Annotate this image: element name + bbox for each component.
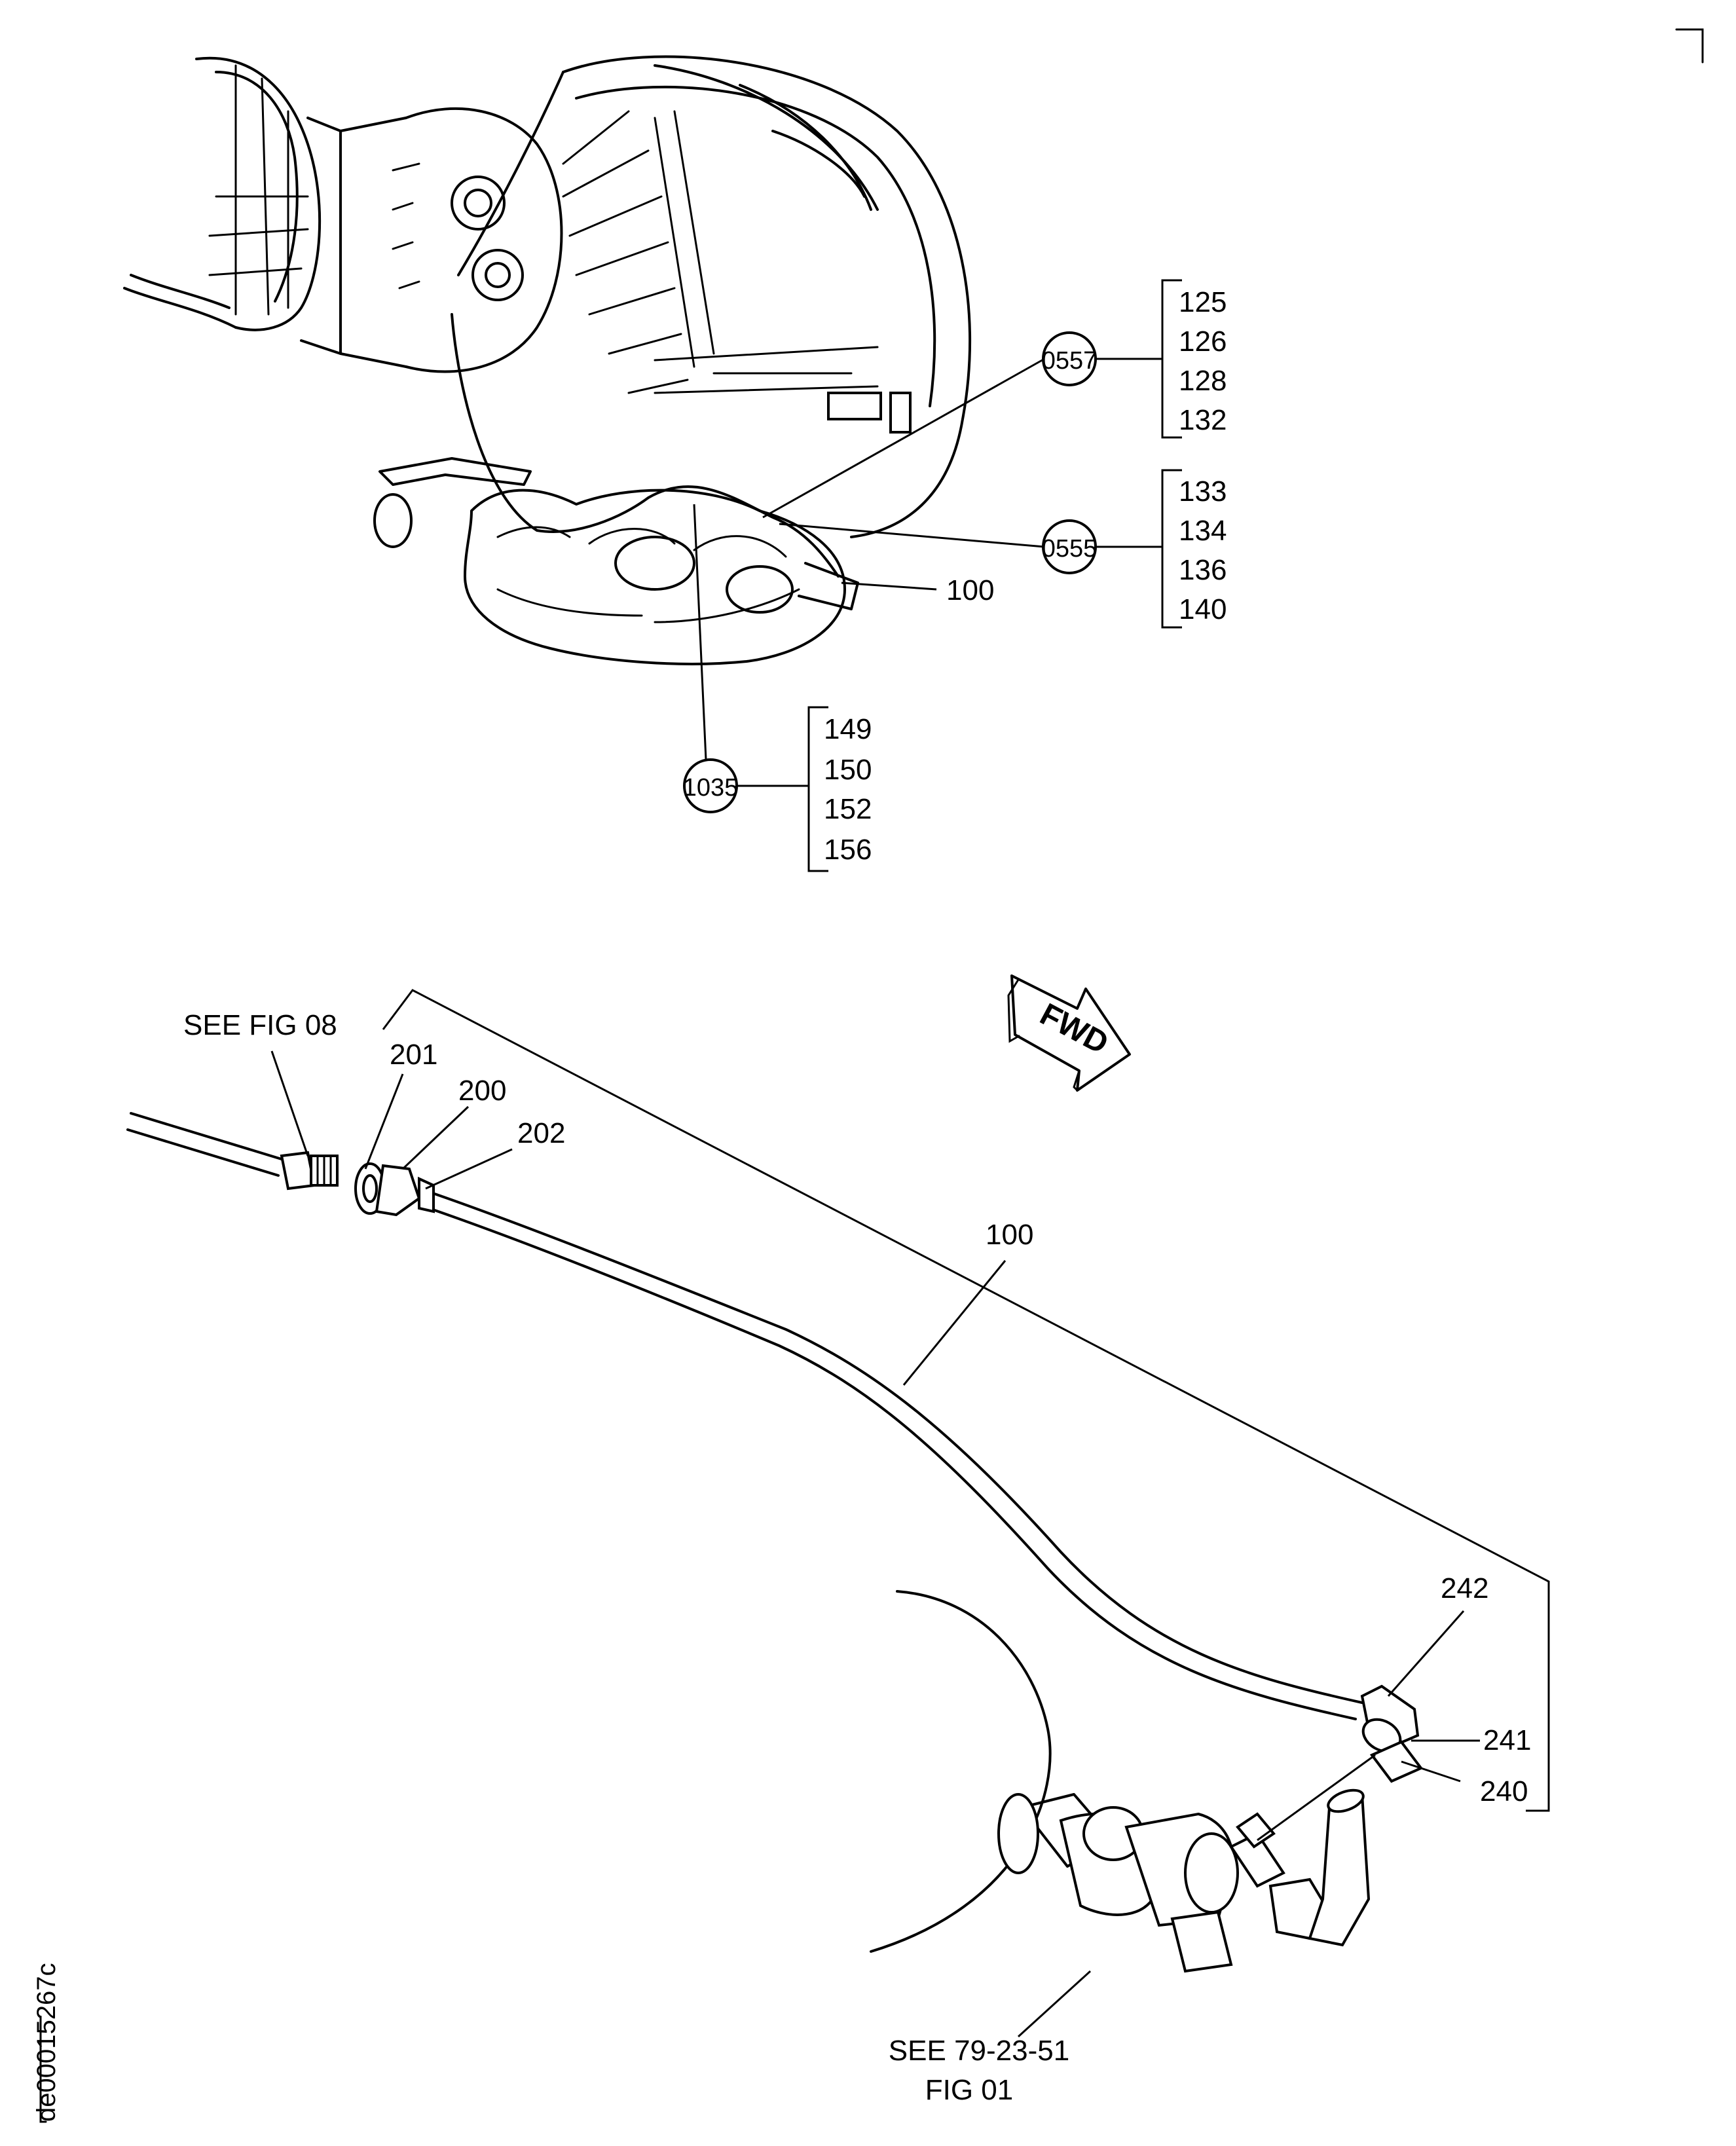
leader-see-fig-08	[270, 1050, 309, 1156]
see-79-23-51-label: SEE 79-23-51	[889, 2035, 1069, 2067]
left-fittings	[280, 1151, 435, 1217]
leader-100-upper	[841, 582, 937, 591]
leader-1035	[693, 504, 707, 760]
callout-240: 240	[1480, 1775, 1528, 1807]
leader-see-79-23-51	[1017, 1970, 1092, 2038]
part-156: 156	[824, 834, 872, 866]
callout-202: 202	[517, 1117, 565, 1149]
part-140: 140	[1179, 593, 1227, 625]
tube-100	[126, 1112, 1363, 1720]
corner-mark	[1675, 28, 1704, 64]
callout-100-upper: 100	[946, 574, 994, 606]
part-136: 136	[1179, 554, 1227, 586]
right-fittings	[1360, 1684, 1424, 1783]
leader-100-detail	[902, 1260, 1007, 1386]
callout-241: 241	[1483, 1724, 1531, 1756]
leader-242	[1387, 1610, 1465, 1697]
ref-label-1035: 1035	[683, 774, 739, 802]
callout-242: 242	[1441, 1572, 1488, 1604]
part-152: 152	[824, 793, 872, 825]
leader-201	[364, 1073, 404, 1170]
leader-0557	[762, 358, 1045, 519]
callout-200: 200	[458, 1075, 506, 1107]
part-149: 149	[824, 713, 872, 745]
drawing-id: de00015267c	[32, 1963, 61, 2122]
fwd-arrow: FWD	[1007, 974, 1131, 1092]
leader-200	[401, 1105, 470, 1170]
leader-202	[425, 1148, 513, 1190]
part-150: 150	[824, 754, 872, 786]
bracket-0555	[1161, 469, 1182, 629]
bracket-0557	[1161, 279, 1182, 439]
pump-assembly	[870, 1590, 1371, 1973]
engine-illustration	[123, 55, 972, 665]
bracket-1035	[807, 706, 828, 872]
see-fig-08-label: SEE FIG 08	[183, 1009, 337, 1041]
leader-pump-port	[1257, 1754, 1376, 1841]
part-126: 126	[1179, 325, 1227, 358]
part-125: 125	[1179, 286, 1227, 318]
part-134: 134	[1179, 515, 1227, 547]
leader-240	[1401, 1760, 1461, 1783]
part-128: 128	[1179, 365, 1227, 397]
fig-01-label: FIG 01	[925, 2074, 1014, 2106]
callout-100-detail: 100	[986, 1219, 1033, 1251]
part-132: 132	[1179, 404, 1227, 436]
ref-label-0557: 0557	[1042, 347, 1098, 375]
detail-boundary	[382, 989, 1550, 1812]
leader-0555	[779, 523, 1045, 548]
ref-label-0555: 0555	[1042, 535, 1098, 563]
drawing-id-mark	[39, 2016, 47, 2123]
callout-201: 201	[390, 1039, 437, 1071]
part-133: 133	[1179, 475, 1227, 508]
